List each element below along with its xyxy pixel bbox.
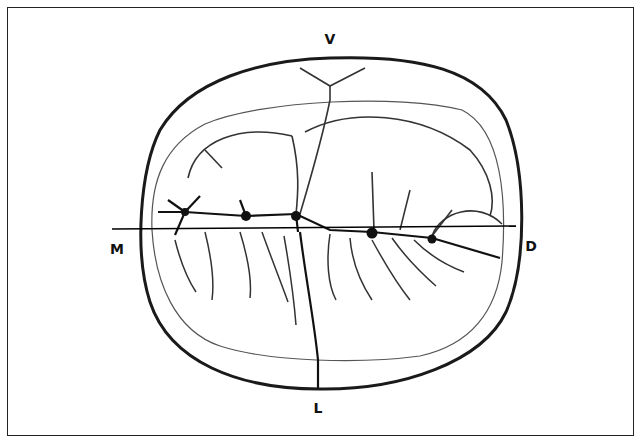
direction-label: D [525,239,537,253]
pits [181,208,437,244]
frame [8,8,634,436]
direction-label: M [110,242,124,256]
mesiodistal-axis [112,226,516,229]
cusp-ridges [188,68,502,236]
direction-label: V [325,32,336,46]
crown-outline [141,58,522,389]
lingual-ridges [175,232,464,325]
direction-label: L [314,401,323,415]
marginal-ridge-outline [152,101,504,361]
central-groove [158,196,500,388]
